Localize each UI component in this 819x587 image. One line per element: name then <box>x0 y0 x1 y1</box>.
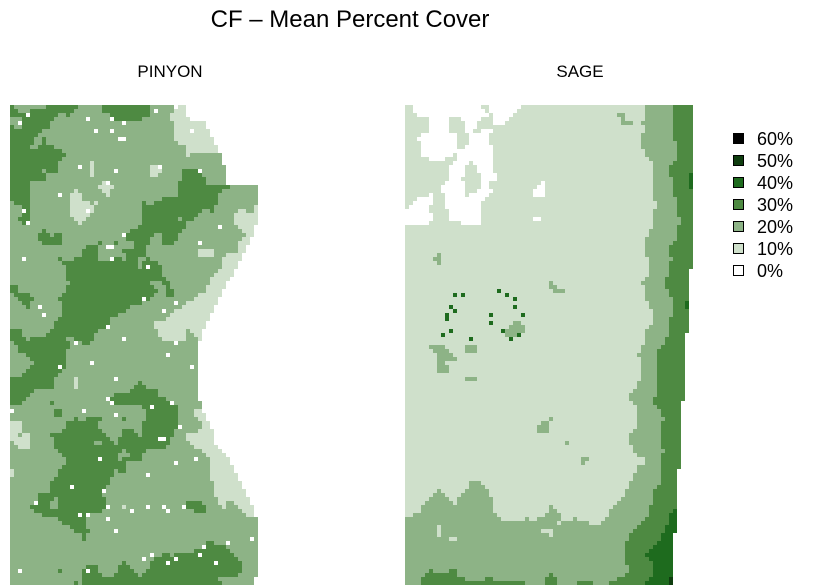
legend-swatch-30 <box>733 199 744 210</box>
legend-swatch-50 <box>733 155 744 166</box>
legend-label-60: 60% <box>757 129 794 149</box>
legend-swatch-40 <box>733 177 744 188</box>
sage-panel-title: SAGE <box>556 62 604 81</box>
legend-swatch-60 <box>733 133 744 144</box>
sage-cover-raster <box>405 105 705 585</box>
legend-label-30: 30% <box>757 195 794 215</box>
legend-label-40: 40% <box>757 173 794 193</box>
legend-label-20: 20% <box>757 217 794 237</box>
legend-swatch-0 <box>733 265 744 276</box>
legend-label-50: 50% <box>757 151 794 171</box>
legend-label-10: 10% <box>757 239 794 259</box>
legend-label-0: 0% <box>757 261 784 281</box>
pinyon-cover-raster <box>10 105 282 585</box>
legend-swatch-10 <box>733 243 744 254</box>
legend-swatch-20 <box>733 221 744 232</box>
figure-title: CF – Mean Percent Cover <box>210 6 490 33</box>
pinyon-panel-title: PINYON <box>137 62 203 81</box>
